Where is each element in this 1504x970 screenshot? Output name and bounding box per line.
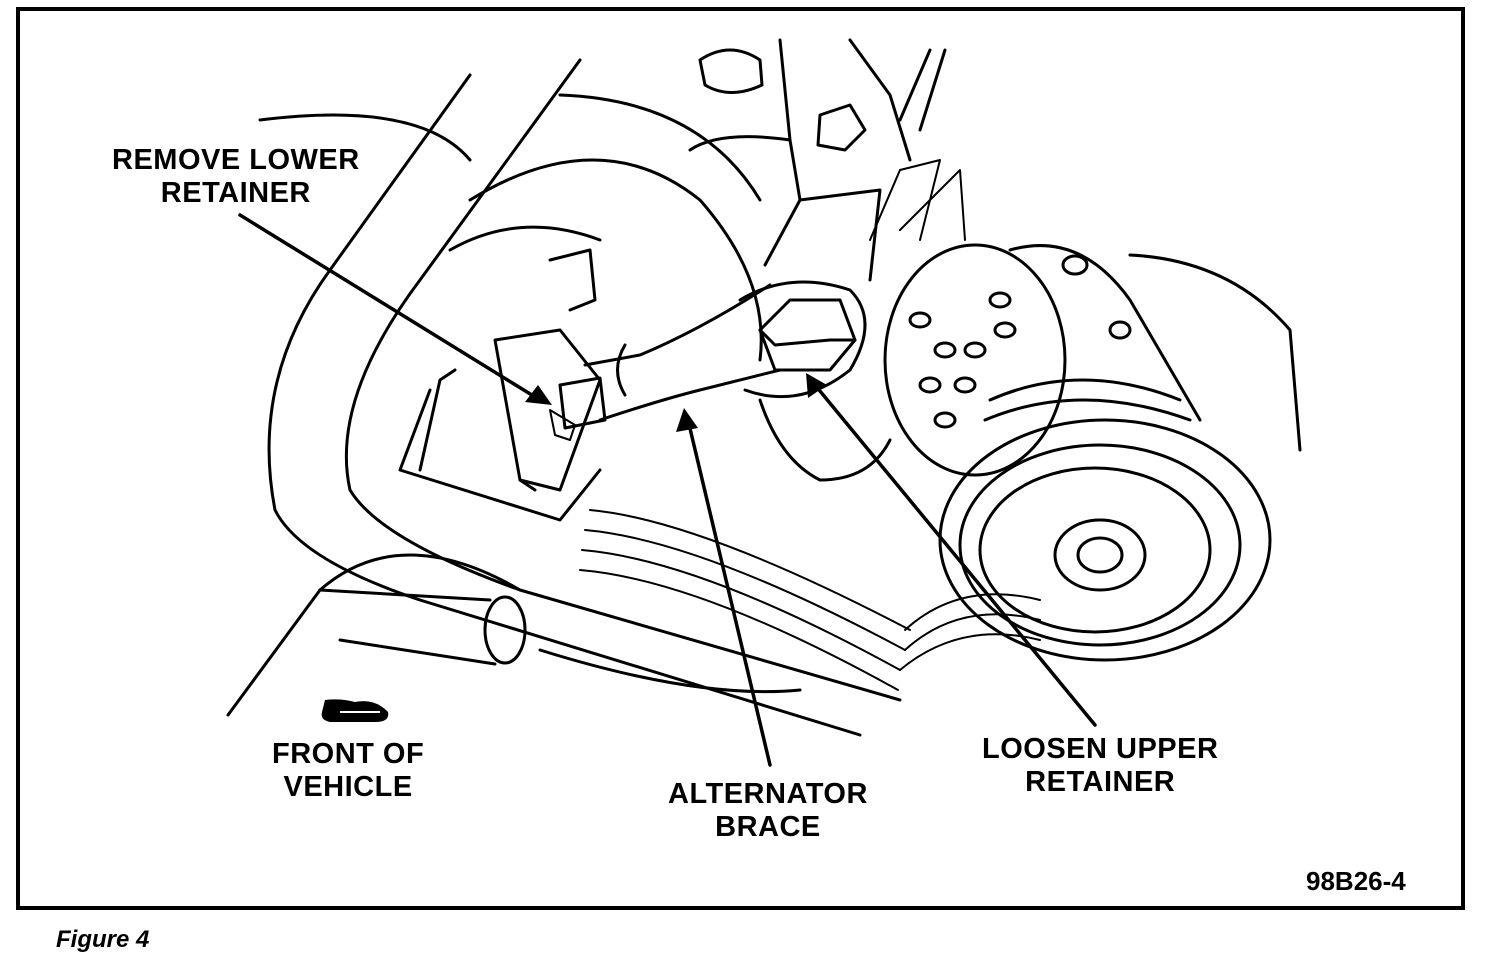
figure-code: 98B26-4 <box>1306 866 1406 896</box>
callout-front-of-vehicle: FRONT OF VEHICLE <box>272 738 425 803</box>
alternator-brace-arm <box>583 283 782 422</box>
pump-pulley <box>883 243 1067 477</box>
callout-alternator-brace: ALTERNATOR BRACE <box>668 778 868 843</box>
crossmember-outline <box>226 58 902 737</box>
callout-loosen-upper-retainer: LOOSEN UPPER RETAINER <box>982 733 1219 798</box>
tube-stub <box>318 588 527 666</box>
shoe-icon <box>321 699 389 722</box>
leader-lines <box>238 213 1097 767</box>
crank-pulley <box>938 378 1272 662</box>
right-housing <box>1008 244 1302 452</box>
callout-remove-lower-retainer: REMOVE LOWER RETAINER <box>112 144 360 209</box>
engine-arcs <box>258 93 802 694</box>
top-bolt <box>688 38 947 202</box>
upper-retainer-bolt <box>738 188 892 482</box>
figure-frame <box>16 7 1465 910</box>
lower-retainer-nut <box>549 376 607 441</box>
figure-caption: Figure 4 <box>56 926 150 953</box>
lower-bracket <box>398 248 602 522</box>
arrowheads <box>525 373 827 432</box>
